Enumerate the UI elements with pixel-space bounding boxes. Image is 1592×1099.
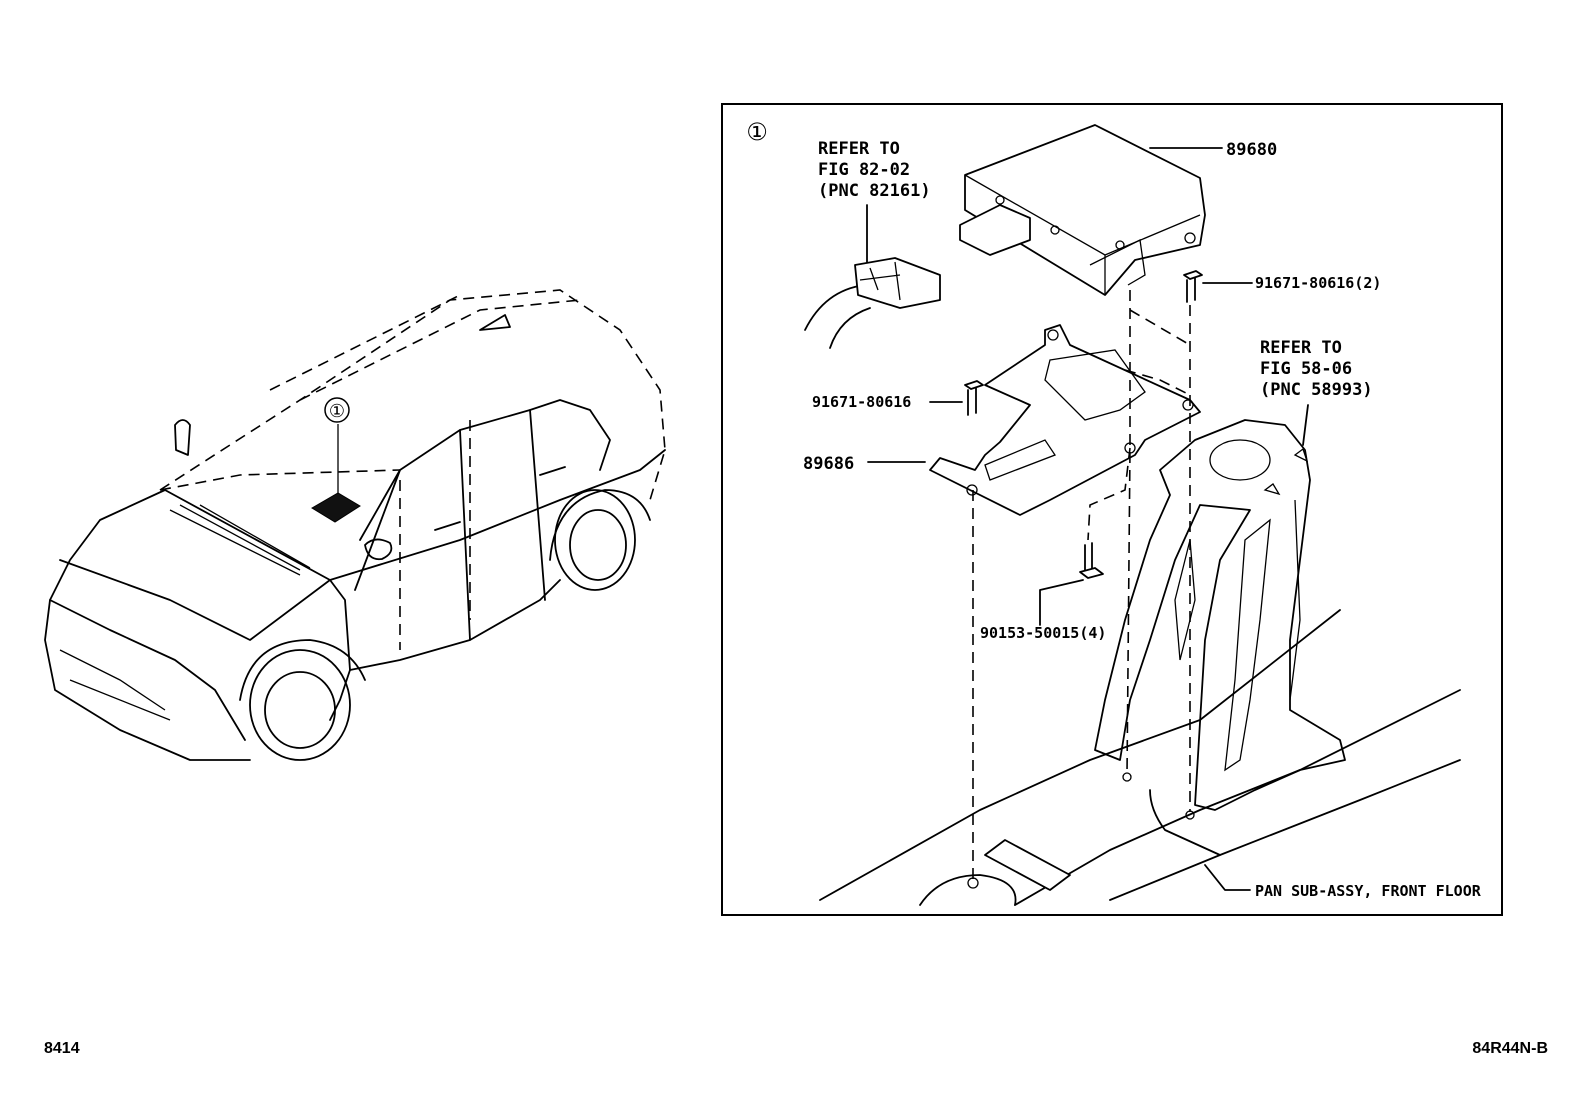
svg-text:REFER TO: REFER TO [818, 139, 900, 159]
refer-fig-82-02: REFER TO FIG 82-02 (PNC 82161) [818, 139, 931, 201]
assembly-lines [972, 290, 1191, 880]
ecu-module [959, 124, 1223, 296]
label-90153-50015-4: 90153-50015(4) [980, 624, 1106, 642]
svg-text:(PNC 58993): (PNC 58993) [1260, 380, 1373, 400]
screw-lower [1039, 542, 1104, 626]
rear-wheel [549, 489, 651, 591]
bolt-upper [1183, 270, 1253, 303]
detail-panel: ① [721, 103, 1503, 916]
support-bracket [1094, 404, 1346, 811]
svg-text:FIG 82-02: FIG 82-02 [818, 160, 910, 180]
refer-fig-58-06: REFER TO FIG 58-06 (PNC 58993) [1260, 338, 1373, 400]
label-89680: 89680 [1226, 140, 1277, 160]
detail-frame [721, 103, 1503, 916]
page-code: 8414 [44, 1040, 80, 1057]
svg-text:REFER TO: REFER TO [1260, 338, 1342, 358]
vehicle-callout-marker: ① [329, 401, 345, 422]
svg-text:(PNC 82161): (PNC 82161) [818, 181, 931, 201]
front-wheel [239, 639, 366, 761]
label-floor-pan: PAN SUB-ASSY, FRONT FLOOR [1255, 882, 1482, 900]
detail-callout-marker: ① [746, 118, 768, 146]
wire-harness-connector [804, 204, 941, 349]
component-location-marker: ① [311, 397, 361, 523]
figure-code: 84R44N-B [1472, 1040, 1548, 1057]
floor-pan [819, 609, 1461, 906]
vehicle-illustration: ① [44, 289, 666, 761]
label-91671-80616-2: 91671-80616(2) [1255, 274, 1381, 292]
label-89686: 89686 [803, 454, 854, 474]
mounting-bracket [867, 324, 1201, 516]
svg-text:FIG 58-06: FIG 58-06 [1260, 359, 1352, 379]
bolt-left [929, 380, 984, 416]
label-91671-80616: 91671-80616 [812, 393, 911, 411]
